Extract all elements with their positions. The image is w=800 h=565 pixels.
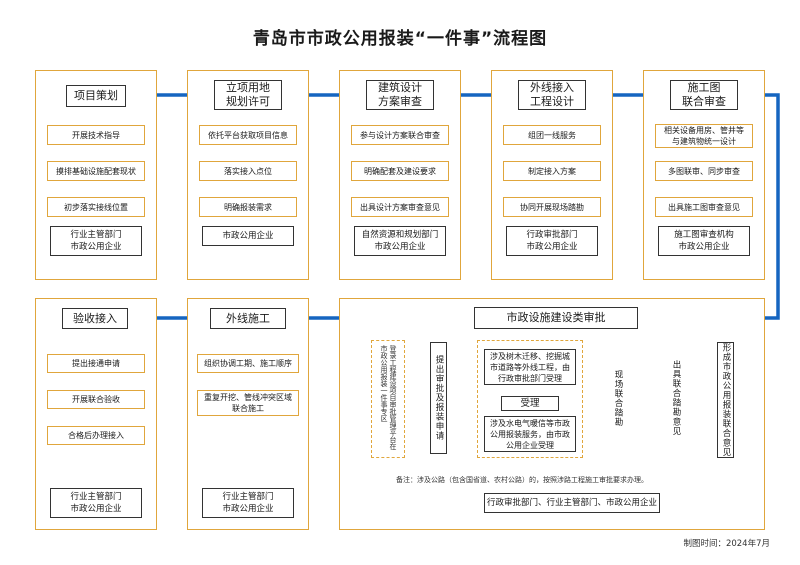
step-item: 开展技术指导 — [47, 125, 145, 145]
responsible-org: 行业主管部门 市政公用企业 — [50, 488, 142, 518]
step-item: 组团一线服务 — [503, 125, 601, 145]
org-line: 行业主管部门 — [70, 230, 122, 240]
responsible-org: 行政审批部门 市政公用企业 — [506, 226, 598, 256]
org-line: 市政公用企业 — [70, 242, 122, 252]
step-item: 开展联合验收 — [47, 390, 145, 409]
joint-survey-opinion-step: 出具联合踏勘意见 — [665, 342, 686, 454]
step-item: 协同开展现场踏勘 — [503, 197, 601, 217]
final-opinion-step: 形成市政公用报装联合意见 — [717, 342, 734, 458]
responsible-org: 自然资源和规划部门 市政公用企业 — [354, 226, 446, 256]
step-item: 出具施工图审查意见 — [655, 197, 753, 217]
step-item: 组织协调工期、施工顺序 — [197, 354, 299, 373]
step-item: 落实接入点位 — [199, 161, 297, 181]
org-line: 施工图审查机构 — [674, 230, 734, 240]
org-line: 市政公用企业 — [526, 242, 578, 252]
org-line: 行业主管部门 — [222, 492, 274, 502]
stage-header-outer-construction: 外线施工 — [210, 308, 286, 329]
step-item: 明确报装需求 — [199, 197, 297, 217]
step-item: 相关设备用房、管井等 与建筑物统一设计 — [655, 124, 753, 148]
accept-step: 受理 — [501, 396, 559, 411]
step-item: 摸排基础设施配套现状 — [47, 161, 145, 181]
step-item: 制定接入方案 — [503, 161, 601, 181]
remark-note: 备注：涉及公路（包含国省道、农村公路）的，按照涉路工程施工审批要求办理。 — [396, 476, 648, 484]
case-utility-service: 涉及水电气暖信等市政 公用报装服务，由市政 公用企业受理 — [484, 416, 576, 452]
step-item: 多图联审、同步审查 — [655, 161, 753, 181]
submit-application-step: 提出审批及报装申请 — [430, 342, 447, 454]
stage-column-approval — [339, 298, 765, 530]
chart-date: 制图时间：2024年7月 — [683, 539, 770, 549]
org-line: 市政公用企业 — [374, 242, 426, 252]
org-line: 市政公用企业 — [70, 504, 122, 514]
step-item: 提出接通申请 — [47, 354, 145, 373]
step-item: 明确配套及建设要求 — [351, 161, 449, 181]
stage-header-design-review: 建筑设计 方案审查 — [366, 80, 434, 110]
org-line: 行业主管部门 — [70, 492, 122, 502]
step-item: 依托平台获取项目信息 — [199, 125, 297, 145]
org-line: 自然资源和规划部门 — [361, 230, 439, 240]
stage-header-line-design: 外线接入 工程设计 — [518, 80, 586, 110]
page-title: 青岛市市政公用报装“一件事”流程图 — [252, 29, 548, 49]
stage-header-land-permit: 立项用地 规划许可 — [214, 80, 282, 110]
org-line: 市政公用企业 — [222, 231, 274, 241]
step-item: 参与设计方案联合审查 — [351, 125, 449, 145]
responsible-org: 行业主管部门 市政公用企业 — [50, 226, 142, 256]
site-survey-step: 现场联合踏勘 — [607, 342, 628, 454]
platform-login-step: 登录工程建设项目审批管理平台在市政公用报装一件事专区 — [371, 340, 405, 458]
stage-header-drawing-review: 施工图 联合审查 — [670, 80, 738, 110]
responsible-org: 行政审批部门、行业主管部门、市政公用企业 — [484, 493, 660, 513]
step-item: 合格后办理接入 — [47, 426, 145, 445]
step-item: 重复开挖、管线冲突区域 联合施工 — [197, 390, 299, 416]
stage-header-acceptance: 验收接入 — [62, 308, 128, 329]
responsible-org: 行业主管部门 市政公用企业 — [202, 488, 294, 518]
responsible-org: 施工图审查机构 市政公用企业 — [658, 226, 750, 256]
case-outer-engineering: 涉及树木迁移、挖掘城 市道路等外线工程，由 行政审批部门受理 — [484, 349, 576, 385]
responsible-org: 市政公用企业 — [202, 226, 294, 246]
stage-header-planning: 项目策划 — [66, 85, 126, 107]
org-line: 市政公用企业 — [222, 504, 274, 514]
stage-header-approval: 市政设施建设类审批 — [474, 307, 638, 329]
step-item: 出具设计方案审查意见 — [351, 197, 449, 217]
step-item: 初步落实接线位置 — [47, 197, 145, 217]
org-line: 市政公用企业 — [678, 242, 730, 252]
org-line: 行政审批部门 — [526, 230, 578, 240]
